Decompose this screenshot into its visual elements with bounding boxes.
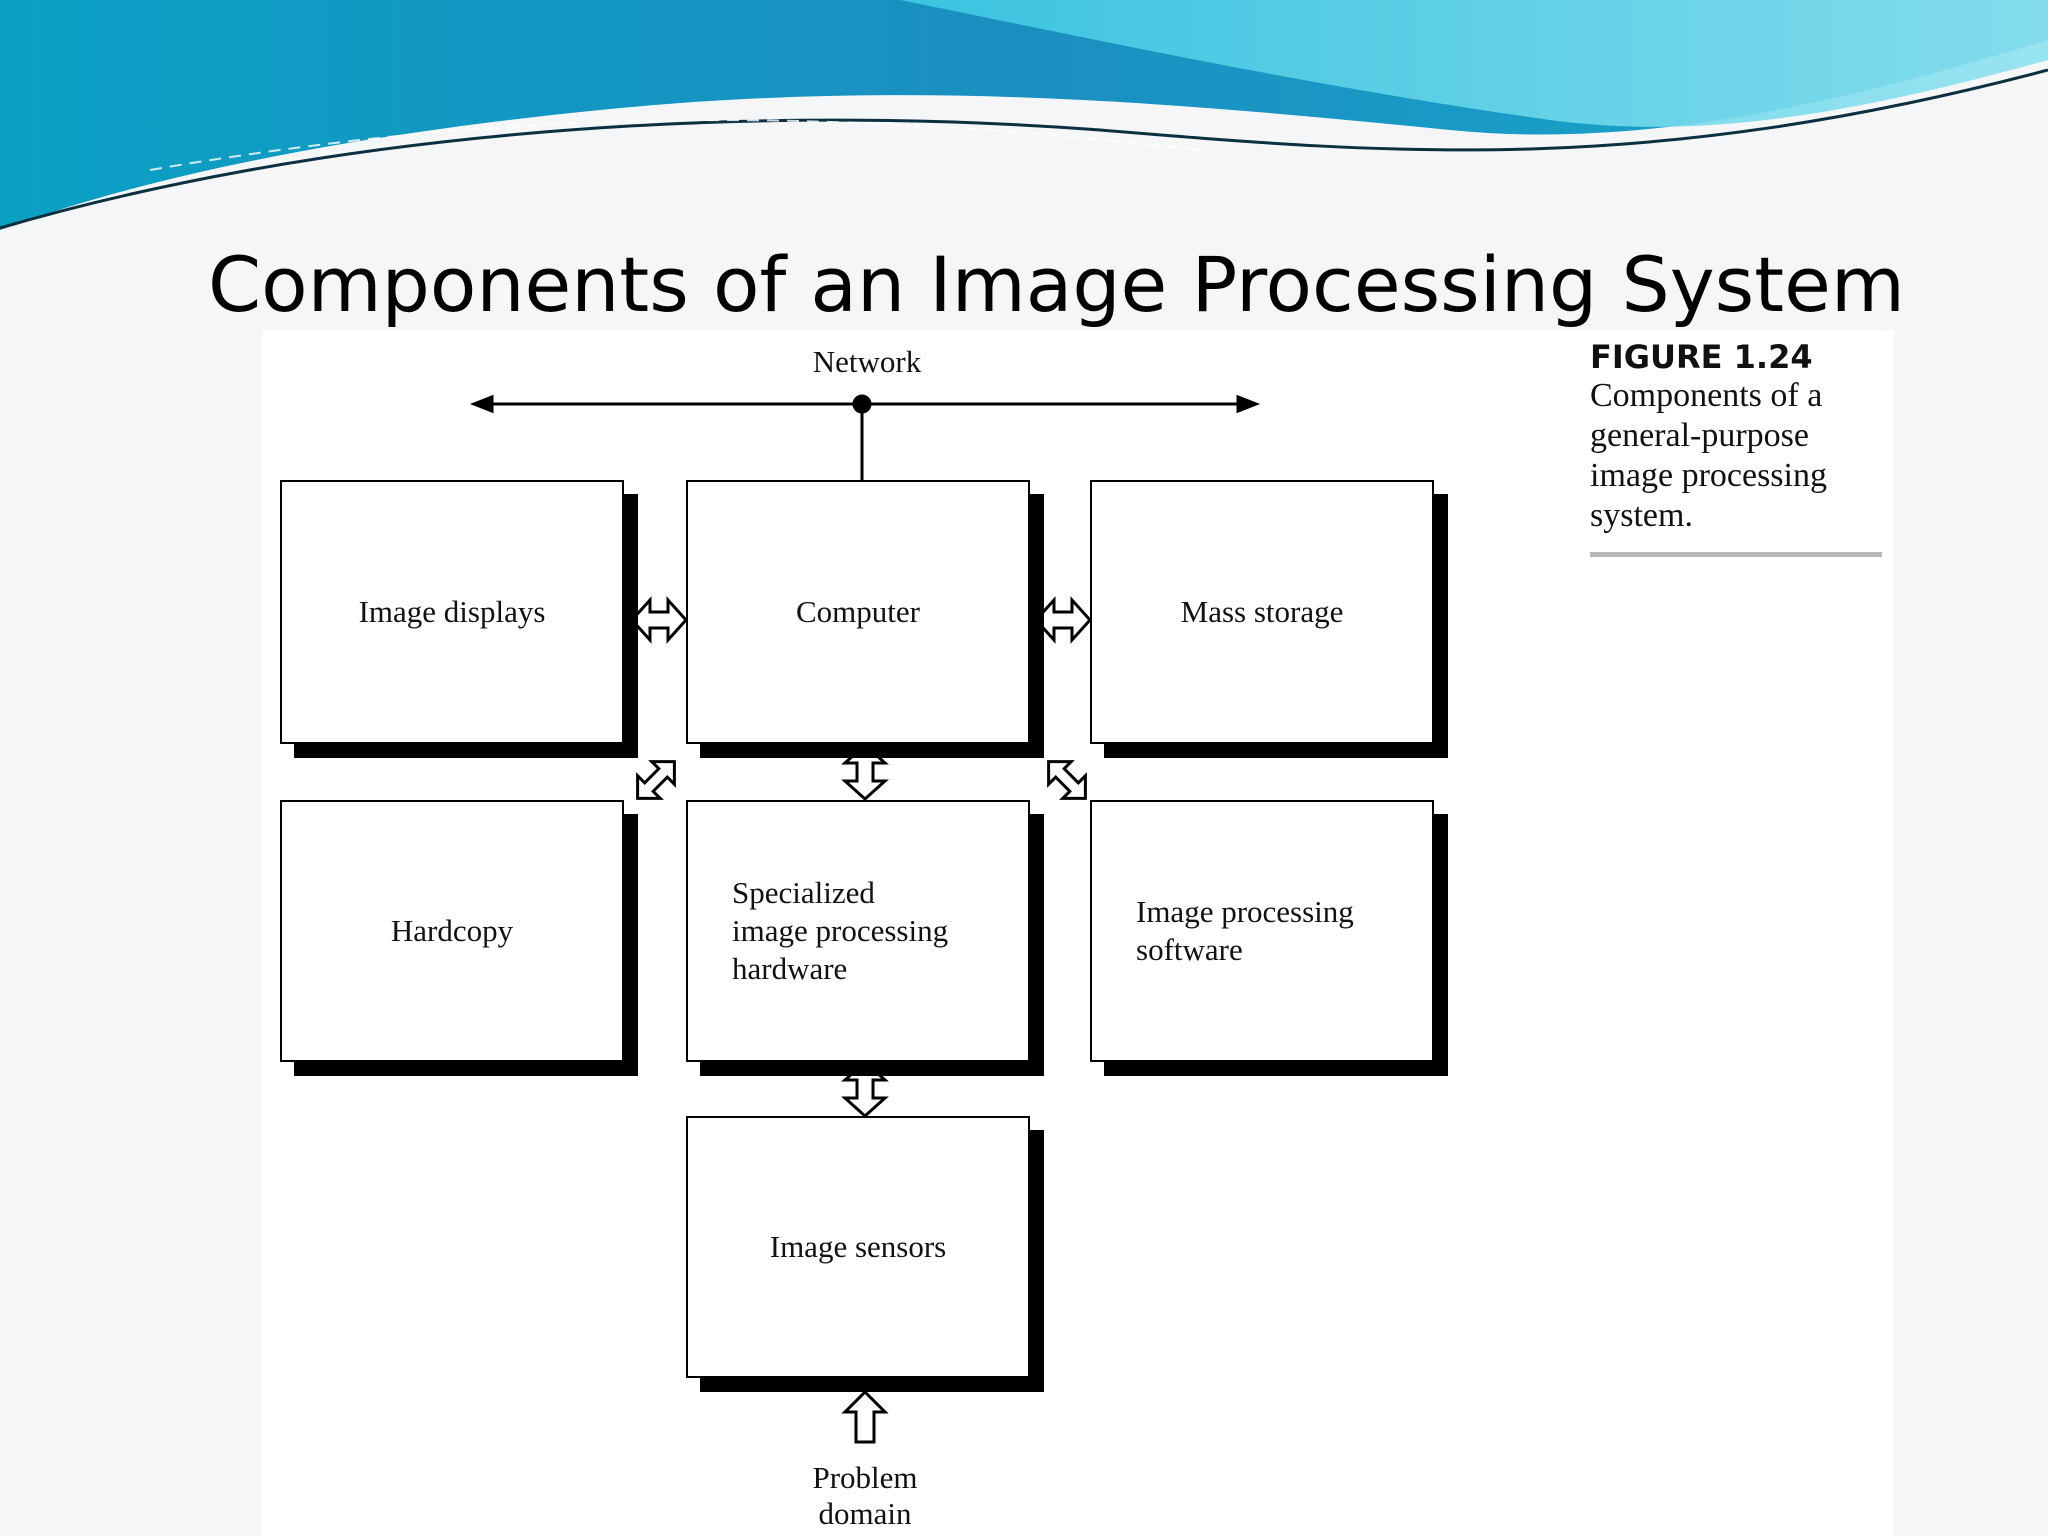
image-processing-software-label: Image processing software	[1136, 894, 1354, 967]
mass-storage-box: Mass storage	[1090, 480, 1434, 744]
computer-label: Computer	[796, 594, 920, 629]
problem-domain-label: Problem domain	[812, 1460, 918, 1531]
image-sensors-label: Image sensors	[769, 1229, 947, 1264]
network-label: Network	[812, 344, 922, 379]
figure-caption: FIGURE 1.24 Components of a general-purp…	[1590, 338, 1890, 536]
slide-title: Components of an Image Processing System	[208, 240, 1905, 329]
specialized-hardware-box: Specialized image processing hardware	[686, 800, 1030, 1062]
figure-caption-text: Components of a general-purpose image pr…	[1590, 377, 1827, 534]
image-sensors-box: Image sensors	[686, 1116, 1030, 1378]
header-wave-banner	[0, 0, 2048, 230]
hardcopy-box: Hardcopy	[280, 800, 624, 1062]
specialized-hardware-label: Specialized image processing hardware	[732, 875, 949, 986]
image-processing-software-box: Image processing software	[1090, 800, 1434, 1062]
hardcopy-label: Hardcopy	[390, 913, 514, 948]
image-displays-box: Image displays	[280, 480, 624, 744]
computer-box: Computer	[686, 480, 1030, 744]
caption-divider	[1590, 552, 1882, 557]
image-displays-label: Image displays	[358, 594, 546, 629]
mass-storage-label: Mass storage	[1180, 594, 1344, 629]
figure-caption-label: FIGURE 1.24	[1590, 338, 1813, 376]
